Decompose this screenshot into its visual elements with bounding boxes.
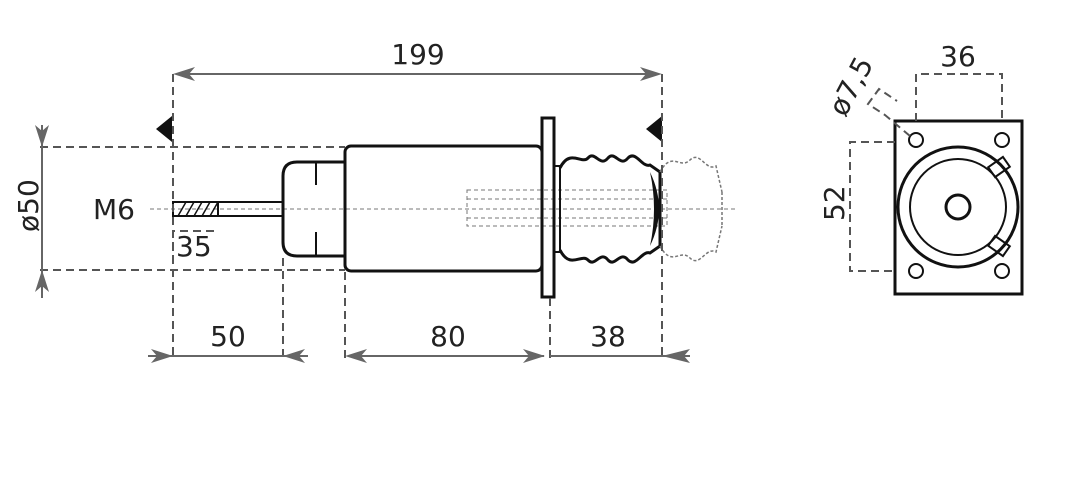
flange-tab-bottom	[986, 234, 1012, 258]
hole-spacing-y-line	[849, 141, 895, 272]
plunger-cap	[281, 160, 345, 258]
mounting-hole-bottom-right	[994, 263, 1010, 279]
mounting-hole-top-left	[908, 132, 924, 148]
mounting-flange	[540, 116, 556, 299]
body-outline-circle	[896, 145, 1020, 269]
mounting-plate	[893, 119, 1024, 296]
overall-length-label: 199	[391, 38, 444, 71]
inner-ring	[909, 158, 1007, 256]
hole-diameter-label: ø7,5	[822, 51, 880, 121]
hole-spacing-x-label: 36	[940, 40, 976, 73]
plunger-hole	[944, 193, 972, 221]
hole-diameter-leader	[866, 87, 911, 137]
mounting-hole-top-right	[994, 132, 1010, 148]
diameter-label: ø50	[12, 179, 45, 232]
rubber-boot	[553, 154, 723, 264]
end-view: 36 52 ø7,5	[818, 40, 1024, 296]
mounting-hole-bottom-left	[908, 263, 924, 279]
thread-length-label: 35	[176, 230, 212, 263]
section-marker-right	[646, 116, 662, 142]
hole-spacing-x-line	[915, 73, 1003, 121]
flange-tab-top	[986, 155, 1012, 179]
boot-length-label: 38	[590, 320, 626, 353]
side-view: 199 ø50 M6 35 50 80 38	[12, 38, 738, 363]
hole-spacing-y-label: 52	[818, 185, 851, 221]
internal-plunger	[466, 189, 668, 227]
body-length-label: 80	[430, 320, 466, 353]
thread-label: M6	[93, 193, 135, 226]
rod-length-label: 50	[210, 320, 246, 353]
thread-length-leader	[172, 230, 218, 263]
section-marker-left	[156, 116, 172, 142]
